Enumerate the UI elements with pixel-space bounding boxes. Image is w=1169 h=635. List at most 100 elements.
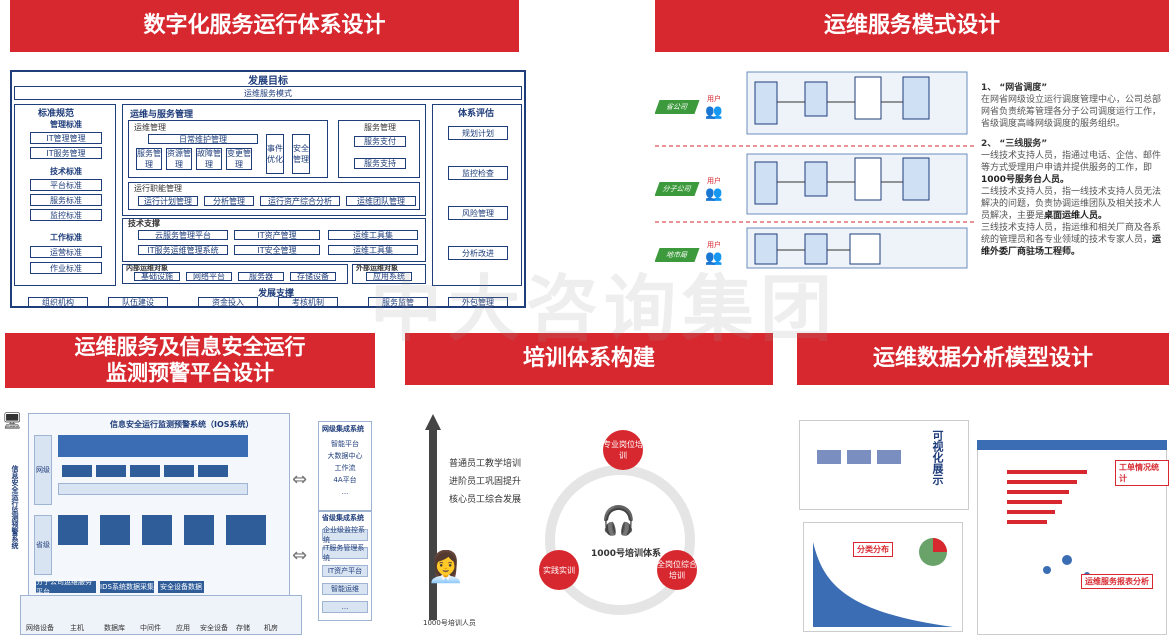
p2-bold1: 1000号服务台人员。 — [981, 175, 1070, 185]
bottom-title: 发展支撑 — [258, 289, 295, 299]
banner-data-analysis-model: 运维数据分析模型设计 — [797, 333, 1169, 385]
stats-chart — [1007, 470, 1090, 578]
service-mode-diagram: 省公司 分子公司 地市局 用户 用户 用户 👥 👥 👥 1、 “网省调度” 在网… — [655, 62, 1169, 332]
lane-label: 省公司 — [655, 100, 700, 114]
training-center: 1000号培训体系 — [591, 549, 662, 559]
banner-training-system: 培训体系构建 — [405, 333, 773, 385]
double-arrow-icon: ⇔ — [292, 545, 308, 566]
service-sub: 故障管理 — [196, 148, 222, 170]
person-icon: 👩‍💼 — [427, 550, 465, 585]
ops-item: 运维团队管理 — [346, 196, 416, 206]
bottom-system: 分子公司运维服务平台 — [36, 578, 96, 596]
mode-bar: 运维服务模式 — [14, 86, 522, 100]
left-item: 平台标准 — [30, 179, 102, 191]
left-item: 技术标准 — [30, 165, 102, 177]
eval-title: 体系评估 — [458, 109, 495, 119]
bottom-item: 队伍建设 — [108, 297, 168, 307]
eval-item: 规划计划 — [448, 126, 508, 140]
right-box1-item: 大数据中心 — [327, 452, 363, 460]
left-item: 作业标准 — [30, 262, 102, 274]
tech-item: IT资产管理 — [234, 230, 320, 240]
training-circle: 全岗位综合培训 — [657, 550, 697, 590]
eval-item: 分析改进 — [448, 246, 508, 260]
monitor-side-label: 信息安全运行监测预警系统 — [11, 465, 19, 549]
p2-text1: 一线技术支持人员，指通过电话、企信、邮件等方式受理用户申请并提供服务的工作，即 — [981, 151, 1162, 173]
service-sub: 变更管理 — [226, 148, 252, 170]
p2-text2: 二线技术支持人员，指一线技术支持人员无法解决的问题，负责协调运维团队及相关技术人… — [981, 187, 1162, 221]
right-box1-item: 4A平台 — [333, 476, 357, 484]
banner-line2: 监测预警平台设计 — [106, 360, 274, 385]
device-label: 机房 — [264, 624, 278, 632]
ops-item: 运行计划管理 — [138, 196, 198, 206]
tech-item: IT安全管理 — [234, 245, 320, 255]
bottom-item: 考核机制 — [278, 297, 338, 307]
right-box1-title: 网级集成系统 — [322, 425, 364, 433]
bottom-system: IDS系统数据采集 — [100, 581, 154, 593]
right-box2-title: 省级集成系统 — [322, 514, 364, 522]
p2-bold3: 运维外委厂商驻场工程师。 — [981, 235, 1162, 257]
layer-label: 网级 — [34, 435, 52, 505]
bottom-item: 服务监管 — [368, 297, 428, 307]
user-label: 用户 — [707, 95, 721, 103]
training-line: 进阶员工巩固提升 — [449, 477, 522, 487]
left-item: 运营标准 — [30, 246, 102, 258]
distribution-chart — [813, 538, 953, 627]
mode-description: 1、 “网省调度” 在网省网级设立运行调度管理中心，公司总部网省负责统筹管理各分… — [981, 82, 1167, 258]
ops-item: 运行资产综合分析 — [260, 196, 340, 206]
training-line: 核心员工综合发展 — [449, 495, 522, 505]
p1-text: 在网省网级设立运行调度管理中心，公司总部网省负责统筹管理各分子公司调度运行工作，… — [981, 95, 1162, 129]
user-icon: 👥 — [705, 186, 723, 202]
computer-icon: 🖥 — [2, 411, 23, 430]
monitoring-platform-diagram: 🖥 信息安全运行监测预警系统（IOS系统） 信息安全运行监测预警系统 网级 省级… — [0, 405, 380, 635]
left-item: 服务标准 — [30, 194, 102, 206]
inner-item: 存储设备 — [290, 272, 336, 281]
banner-ops-service-mode: 运维服务模式设计 — [655, 0, 1169, 52]
eval-item: 风险管理 — [448, 206, 508, 220]
training-circle: 专业岗位培训 — [603, 430, 643, 470]
data-analysis-diagram: 可视化展示 分类分布 工单情况统计 运维服务报表分析 — [797, 410, 1169, 635]
tech-item: 云服务管理平台 — [138, 230, 228, 240]
left-title: 标准规范 — [38, 109, 75, 119]
outer-item: 应用系统 — [366, 272, 412, 281]
right-box1-item: 工作流 — [334, 464, 356, 472]
headset-icon: 🎧 — [601, 504, 636, 537]
tech-title: 技术支撑 — [128, 219, 160, 228]
user-label: 用户 — [707, 241, 721, 249]
ops-item: 分析管理 — [204, 196, 254, 206]
left-item: IT管理管理 — [30, 132, 102, 144]
device-label: 存储 — [236, 624, 250, 632]
training-caption: 1000号培训人员 — [423, 619, 476, 627]
banner-digital-service-system: 数字化服务运行体系设计 — [10, 0, 519, 52]
lane-label: 分子公司 — [655, 182, 700, 196]
device-label: 应用 — [176, 624, 190, 632]
ops-title: 运行职能管理 — [134, 184, 182, 193]
service-sub: 安全管理 — [292, 134, 310, 174]
right-mgmt-item: 服务支持 — [354, 158, 406, 169]
device-label: 数据库 — [104, 624, 125, 632]
right-box1-item: 智能平台 — [331, 440, 359, 448]
right-box2-item: IT服务管理系统 — [322, 544, 368, 562]
device-label: 安全设备 — [200, 624, 228, 632]
outer-title: 外部运维对象 — [356, 264, 398, 272]
right-box2-item: IT资产平台 — [322, 565, 368, 577]
swimlane-graphic — [655, 71, 975, 269]
goal-title: 发展目标 — [248, 76, 288, 87]
service-sub: 资源管理 — [166, 148, 192, 170]
left-item: 监控标准 — [30, 209, 102, 221]
training-circle: 实践实训 — [539, 550, 579, 590]
layer-label: 省级 — [34, 515, 52, 575]
bottom-item: 外包管理 — [448, 297, 508, 307]
double-arrow-icon: ⇔ — [292, 469, 308, 490]
service-sub: 日常维护管理 — [148, 134, 258, 144]
p2-text3: 三线技术支持人员，指运维和相关厂商及各系统的管理员和各专业领域的技术专家人员， — [981, 223, 1162, 245]
tag-report-analysis: 运维服务报表分析 — [1081, 574, 1153, 589]
right-box1-item: ... — [341, 488, 349, 496]
banner-monitoring-platform: 运维服务及信息安全运行 监测预警平台设计 — [5, 333, 375, 388]
training-graphic — [425, 414, 695, 620]
right-mgmt-item: 服务支付 — [354, 136, 406, 147]
watermark: 中大咨询集团 — [370, 267, 839, 351]
device-label: 主机 — [70, 624, 84, 632]
right-box2-item: ... — [322, 601, 368, 613]
device-label: 网络设备 — [26, 624, 54, 632]
device-label: 中间件 — [140, 624, 161, 632]
